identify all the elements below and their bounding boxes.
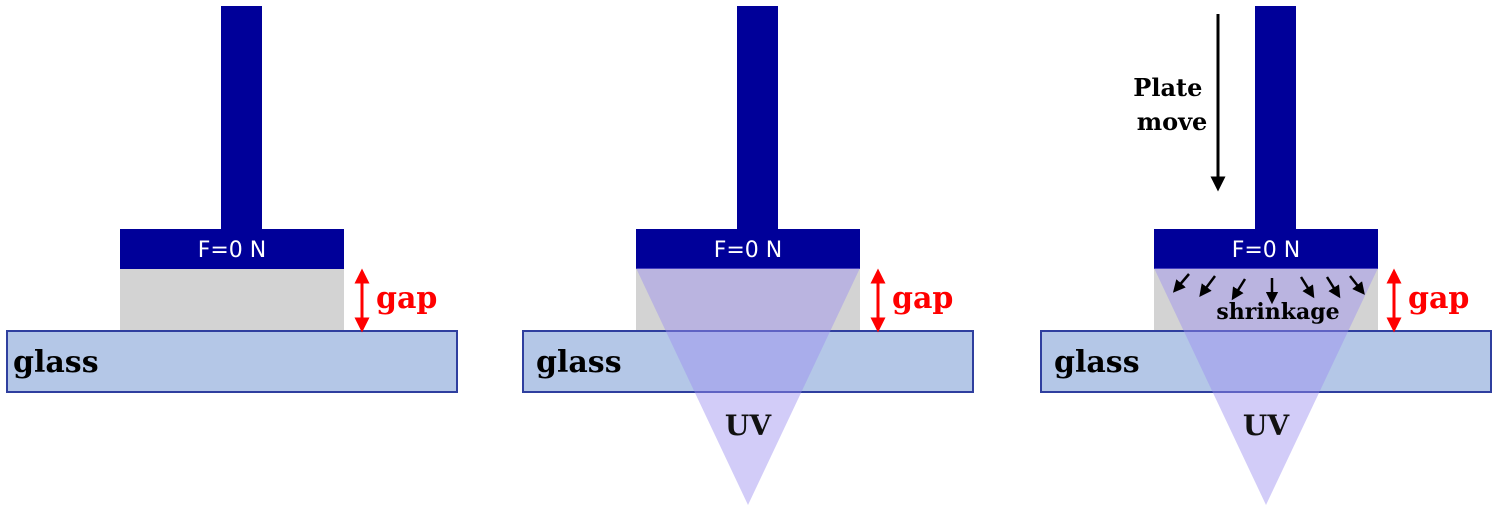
- force-label: F=0 N: [714, 238, 783, 263]
- gap-label: gap: [892, 281, 953, 316]
- rheometer-shaft: [737, 6, 778, 230]
- uv-beam: [636, 268, 860, 505]
- shrinkage-arrow: [1199, 275, 1216, 297]
- rheometer-plate: [120, 229, 344, 269]
- rheometer-plate: [636, 229, 860, 269]
- gap-label: gap: [1408, 281, 1469, 316]
- plate-move-label-line1: Plate: [1133, 73, 1202, 102]
- rheometer-shaft: [221, 6, 262, 230]
- shrinkage-arrow: [1172, 273, 1190, 293]
- plate-move-label-line2: move: [1137, 107, 1208, 136]
- panel-2: F=0 N gap glass UV: [522, 6, 974, 505]
- panel-3: F=0 N gap glass UV shrinkage Plate move: [1040, 6, 1492, 505]
- glass-label: glass: [536, 345, 622, 380]
- rheometer-plate: [1154, 229, 1378, 269]
- force-label: F=0 N: [1232, 238, 1301, 263]
- shrinkage-label: shrinkage: [1216, 299, 1339, 325]
- shrinkage-arrow: [1325, 276, 1341, 299]
- sample-layer: [636, 268, 860, 331]
- force-label: F=0 N: [198, 238, 267, 263]
- plate-move-label: Plate move: [1133, 73, 1210, 136]
- shrinkage-arrow: [1299, 276, 1315, 299]
- glass-slab: [6, 330, 458, 393]
- shrinkage-arrows: [1172, 273, 1365, 305]
- gap-label: gap: [376, 281, 437, 316]
- uv-label: UV: [1243, 409, 1290, 442]
- sample-layer: [120, 268, 344, 331]
- glass-slab: [1040, 330, 1492, 393]
- glass-label: glass: [1054, 345, 1140, 380]
- rheometer-shaft: [1255, 6, 1296, 230]
- glass-label: glass: [13, 345, 99, 380]
- glass-slab: [522, 330, 974, 393]
- uv-beam: [1154, 268, 1378, 505]
- uv-label: UV: [725, 409, 772, 442]
- shrinkage-arrow: [1349, 275, 1365, 295]
- shrinkage-arrow: [1231, 278, 1247, 301]
- panel-1: F=0 N gap glass: [6, 6, 458, 393]
